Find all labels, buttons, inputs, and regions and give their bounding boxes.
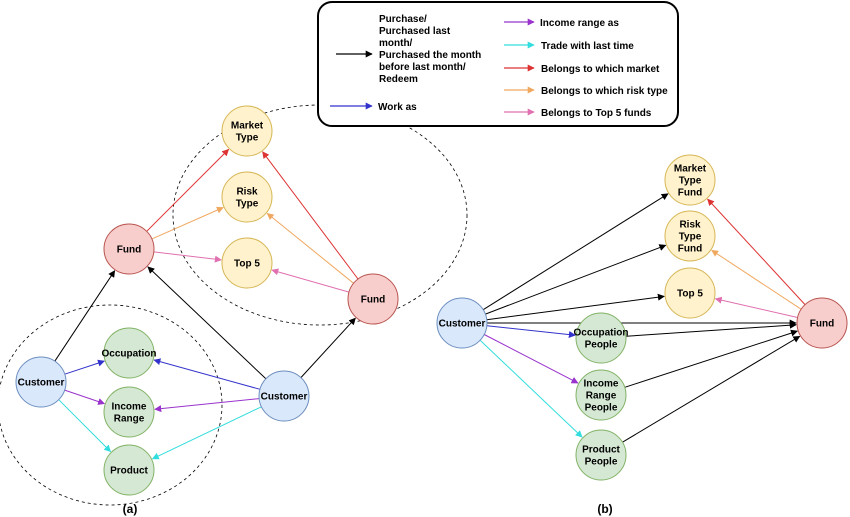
- edge-a-cust1-to-a-inc: [64, 389, 106, 405]
- edge-a-fund2-to-a-market: [262, 151, 359, 280]
- node-a-customer-1-circle: [15, 356, 67, 408]
- node-a-customer-1-label: Customer: [18, 378, 65, 389]
- node-a-occupation-circle: [103, 327, 155, 379]
- edge-a-cust1-to-a-fund1: [54, 270, 116, 362]
- edge-b-cust-to-b-top5: [486, 293, 665, 321]
- legend-label-work: Work as: [378, 102, 417, 113]
- node-b-market-type-fund-circle: [664, 154, 716, 206]
- legend-box: [317, 1, 679, 127]
- legend-label-top5: Belongs to Top 5 funds: [541, 108, 652, 119]
- node-b-customer: Customer: [436, 297, 488, 349]
- node-a-product-circle: [103, 444, 155, 496]
- node-a-customer-1: Customer: [15, 356, 67, 408]
- node-a-occupation-label: Occupation: [101, 349, 156, 360]
- edge-b-cust-to-b-market: [482, 193, 669, 311]
- edge-b-cust-to-b-prod: [479, 339, 583, 438]
- node-a-customer-2-circle: [258, 370, 310, 422]
- legend-label-income: Income range as: [540, 18, 619, 29]
- edge-a-fund1-to-a-top5: [153, 251, 222, 263]
- node-b-fund: Fund: [796, 297, 848, 349]
- edge-a-fund1-to-a-risk: [151, 206, 224, 240]
- node-b-product-people-circle: [575, 429, 627, 481]
- node-b-top5-circle: [664, 267, 716, 319]
- node-a-risk-type-circle: [221, 171, 273, 223]
- node-a-product-label: Product: [110, 466, 148, 477]
- node-a-top5-circle: [221, 237, 273, 289]
- edge-b-prod-to-b-fund: [622, 335, 801, 443]
- node-b-fund-circle: [796, 297, 848, 349]
- panel-label-b: (b): [597, 502, 612, 516]
- edge-a-cust2-to-a-inc: [154, 398, 260, 413]
- node-b-customer-label: Customer: [439, 319, 486, 330]
- node-b-top5-label: Top 5: [677, 289, 703, 300]
- edge-a-fund2-to-a-risk: [266, 212, 354, 284]
- legend-label-trade: Trade with last time: [541, 41, 634, 52]
- node-a-fund-2: Fund: [347, 273, 399, 325]
- edge-a-fund2-to-a-top5: [271, 268, 350, 293]
- ellipse-fund-group: [172, 104, 468, 326]
- edge-a-cust1-to-a-occ: [64, 359, 105, 375]
- edge-b-cust-to-b-risk: [485, 244, 667, 315]
- edge-a-fund1-to-a-market: [146, 148, 230, 232]
- edge-a-cust2-to-a-fund1: [147, 266, 267, 380]
- edge-b-fund-to-b-top5: [714, 296, 798, 318]
- edge-b-fund-to-b-market: [707, 198, 806, 305]
- node-a-fund-1: Fund: [103, 223, 155, 275]
- panel-labels: (a) (b): [123, 502, 613, 516]
- node-a-income-range-circle: [103, 386, 155, 438]
- edge-b-cust-to-b-occ: [486, 325, 576, 339]
- ellipse-customer-group: [0, 304, 223, 506]
- node-a-customer-2: Customer: [258, 370, 310, 422]
- node-a-top5-label: Top 5: [234, 259, 260, 270]
- node-b-income-range-people-circle: [575, 369, 627, 421]
- edge-a-cust2-to-a-fund2: [300, 317, 356, 378]
- edge-b-inc-to-b-fund: [624, 329, 798, 388]
- node-b-top5: Top 5: [664, 267, 716, 319]
- node-b-risk-type-fund-circle: [664, 210, 716, 262]
- node-a-market-type-circle: [221, 105, 273, 157]
- edge-a-cust1-to-a-prod: [58, 399, 112, 453]
- node-a-customer-2-label: Customer: [261, 392, 308, 403]
- edge-a-cust2-to-a-prod: [151, 406, 262, 460]
- edge-b-cust-to-b-inc: [483, 334, 579, 384]
- edge-b-occ-to-b-fund: [625, 321, 797, 337]
- node-a-fund-1-circle: [103, 223, 155, 275]
- edge-b-fund-to-b-risk: [711, 249, 802, 310]
- legend-label-risk: Belongs to which risk type: [541, 86, 668, 97]
- node-b-occupation-people-circle: [575, 312, 627, 364]
- edges: [54, 148, 806, 460]
- legend-label-market: Belongs to which market: [541, 64, 660, 75]
- node-a-occupation: Occupation: [101, 327, 157, 379]
- node-a-product: Product: [103, 444, 155, 496]
- node-a-fund-2-circle: [347, 273, 399, 325]
- node-a-top5: Top 5: [221, 237, 273, 289]
- node-a-fund-2-label: Fund: [361, 295, 385, 306]
- panel-label-a: (a): [123, 502, 138, 516]
- node-a-fund-1-label: Fund: [117, 245, 141, 256]
- node-b-customer-circle: [436, 297, 488, 349]
- node-b-fund-label: Fund: [810, 319, 834, 330]
- edge-a-cust2-to-a-occ: [153, 358, 261, 390]
